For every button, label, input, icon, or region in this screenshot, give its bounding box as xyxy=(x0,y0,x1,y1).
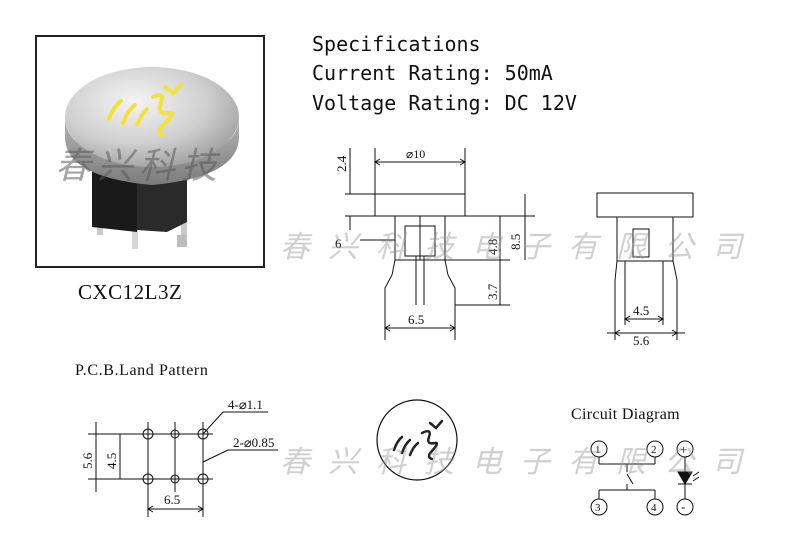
sound-logo-icon xyxy=(107,83,183,137)
dim-cap-height: 2.4 xyxy=(334,155,349,172)
dim-outer-span: 5.6 xyxy=(633,333,650,345)
dim-vertical-outer: 5.6 xyxy=(80,452,95,469)
spec-title: Specifications xyxy=(312,32,481,56)
product-photo: 春兴科技 xyxy=(35,35,265,268)
dim-holes-large: 4-⌀1.1 xyxy=(228,397,263,412)
cap-top xyxy=(65,67,239,167)
pcb-title: P.C.B.Land Pattern xyxy=(75,362,209,379)
pcb-land-pattern: 4-⌀1.1 2-⌀0.85 5.6 4.5 6.5 xyxy=(80,397,278,517)
model-number: CXC12L3Z xyxy=(78,280,183,304)
dim-holes-small: 2-⌀0.85 xyxy=(233,435,274,450)
dim-diameter: ⌀10 xyxy=(406,147,425,161)
side-view-drawing: ⌀10 2.4 6 4.8 8.5 3.7 6.5 xyxy=(334,147,535,340)
circuit-title: Circuit Diagram xyxy=(571,406,680,423)
circuit-pin-minus: - xyxy=(681,499,685,514)
dim-total-height: 8.5 xyxy=(508,234,523,250)
circuit-pin-plus: + xyxy=(680,442,687,457)
cap-side xyxy=(65,117,239,185)
dim-pin-offset: 6 xyxy=(335,236,342,251)
circuit-diagram: 1 2 3 4 + - xyxy=(590,440,700,516)
dim-body-height: 4.8 xyxy=(485,239,500,255)
switch-photo-drawing xyxy=(65,67,239,249)
dim-horizontal: 6.5 xyxy=(164,492,180,507)
circuit-pin-4: 4 xyxy=(651,502,657,514)
circuit-pin-1: 1 xyxy=(595,444,601,456)
dim-vertical-inner: 4.5 xyxy=(104,453,119,469)
circuit-pin-3: 3 xyxy=(595,502,601,514)
dim-inner-span: 4.5 xyxy=(633,303,649,318)
spec-current: Current Rating: 50mA xyxy=(312,61,553,85)
sound-logo-outline-icon xyxy=(392,419,444,461)
photo-watermark: 春兴科技 xyxy=(55,146,224,187)
spec-voltage: Voltage Rating: DC 12V xyxy=(312,91,577,115)
cap-top-view xyxy=(376,399,458,481)
dim-pin-span: 6.5 xyxy=(408,312,424,327)
circuit-pin-2: 2 xyxy=(651,444,657,456)
front-view-drawing: 4.5 5.6 xyxy=(596,192,694,345)
dim-pin-length: 3.7 xyxy=(485,283,500,300)
